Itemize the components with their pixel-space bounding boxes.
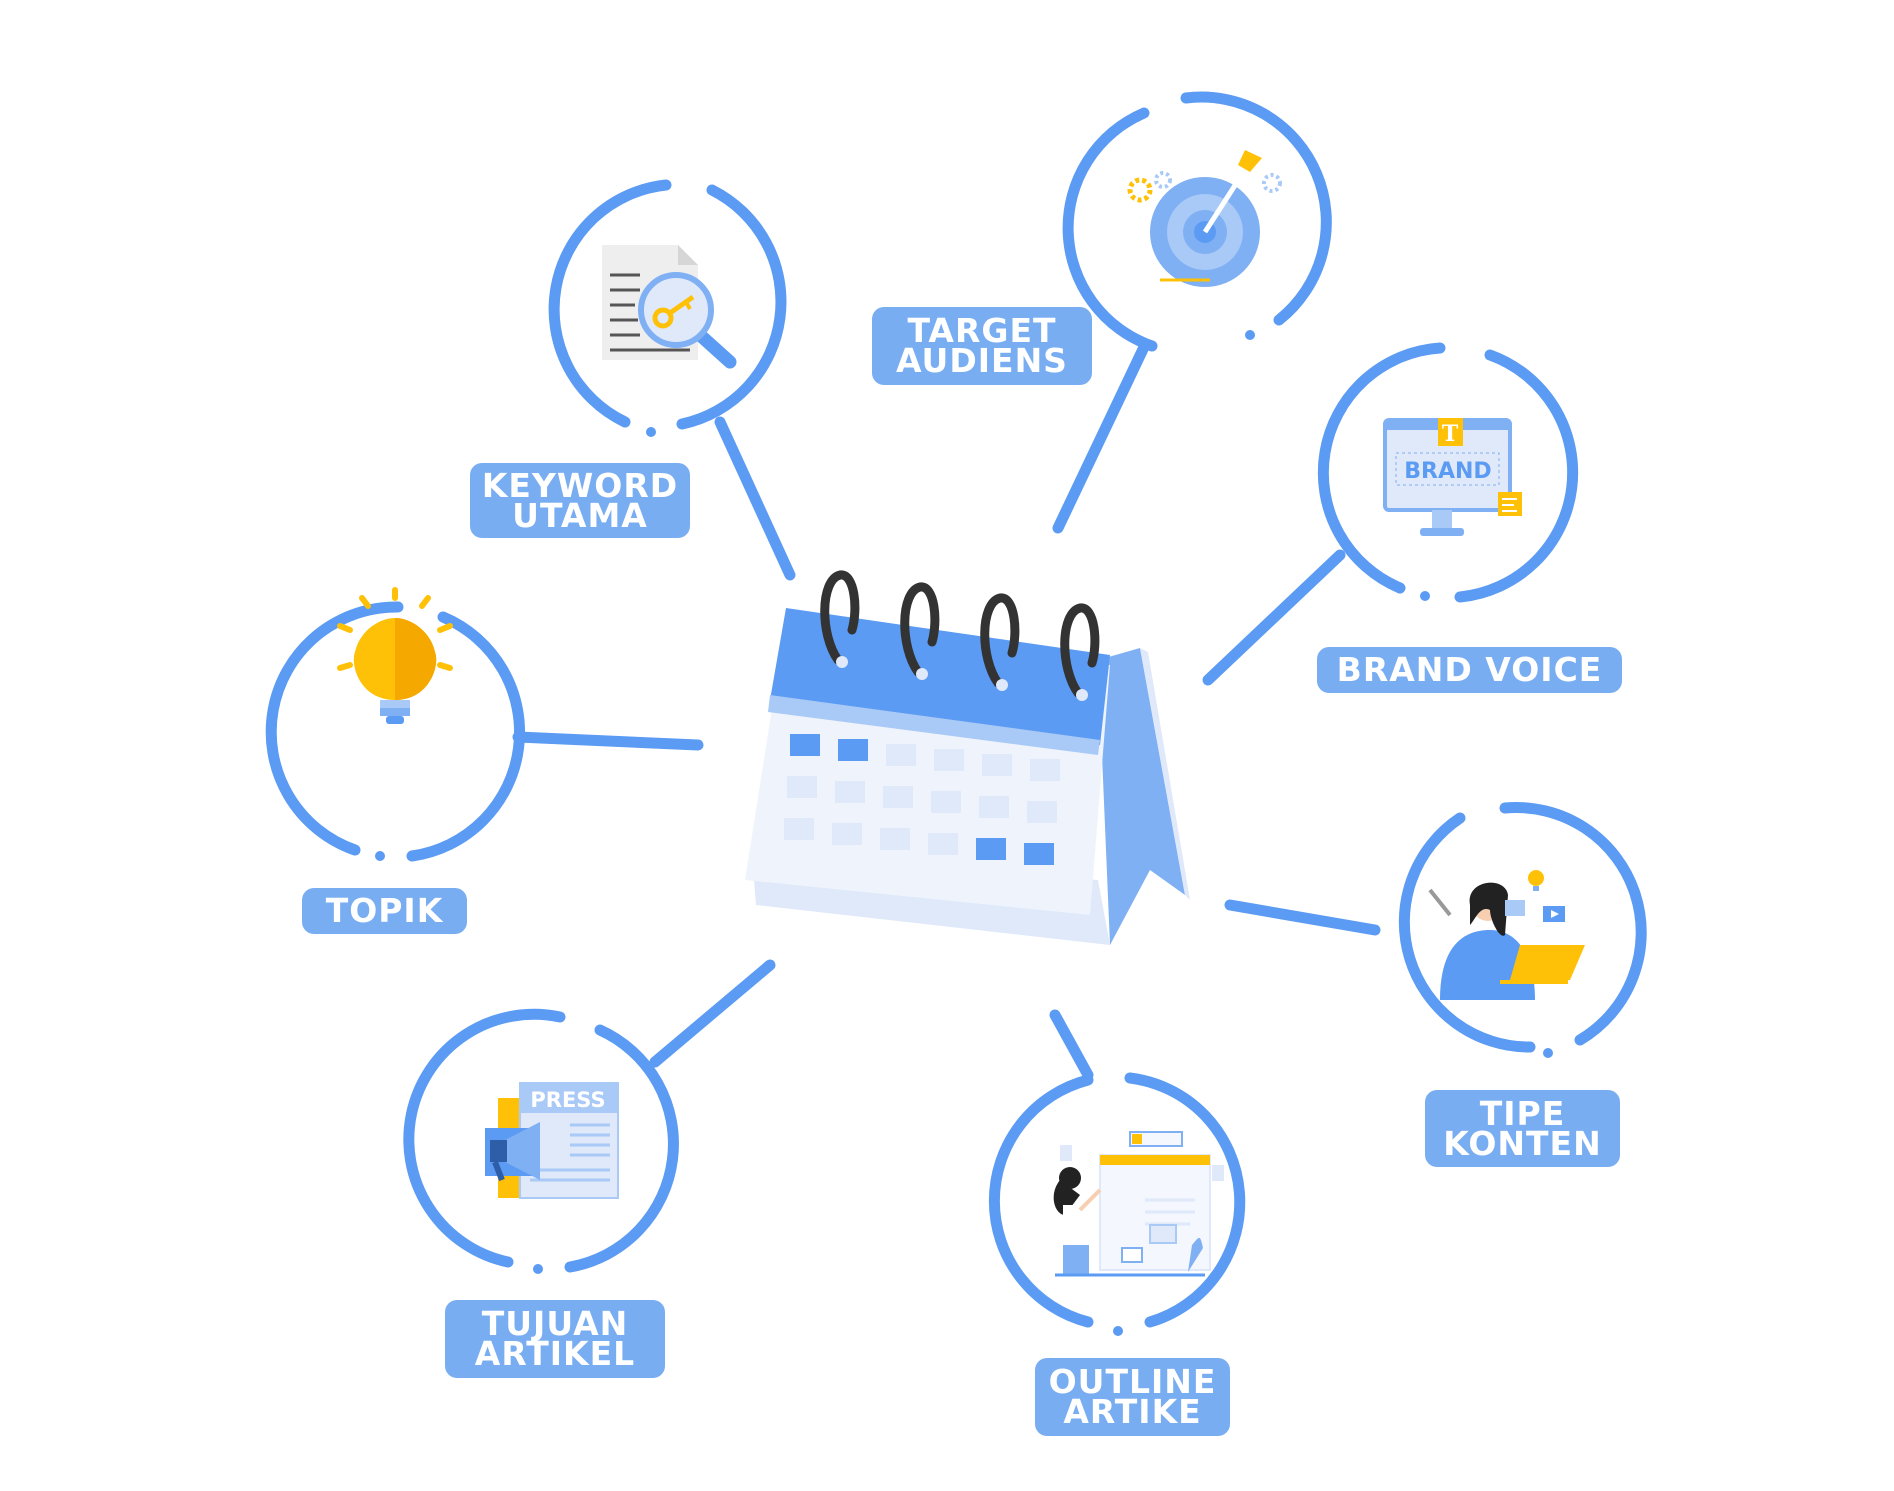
label-topik: TOPIK [302, 888, 467, 934]
calendar-cell [934, 749, 964, 771]
calendar-cell [979, 796, 1009, 818]
label-line: AUDIENS [896, 341, 1068, 380]
label-target-audiens: TARGET AUDIENS [872, 307, 1092, 385]
calendar-cell [880, 828, 910, 850]
node-rings [265, 91, 1647, 1336]
label-tipe-konten: TIPE KONTEN [1425, 1090, 1620, 1167]
connector-outline [1049, 1009, 1094, 1081]
calendar-cell [790, 734, 820, 756]
ring-tujuan [403, 1008, 679, 1274]
label-line: TIPE [1479, 1093, 1566, 1133]
label-outline-artike: OUTLINE ARTIKE [1035, 1358, 1230, 1436]
ring-target [1062, 91, 1332, 352]
connectors [512, 339, 1381, 1081]
label-line: TOPIK [325, 891, 444, 930]
calendar-cell [835, 781, 865, 803]
press-newspaper-megaphone-icon: PRESS [485, 1082, 619, 1199]
connector-tujuan [649, 959, 776, 1068]
connector-keyword [714, 416, 796, 581]
brand-icon-letter: T [1442, 421, 1459, 447]
brand-monitor-icon: T BRAND [1383, 418, 1522, 536]
ring-outline [988, 1072, 1246, 1336]
label-brand-voice: BRAND VOICE [1317, 647, 1622, 693]
calendar-cell [886, 744, 916, 766]
brand-icon-text: BRAND [1404, 459, 1491, 484]
woman-laptop-icon [1428, 870, 1585, 1000]
calendar-cell [784, 818, 814, 840]
calendar-cell [883, 786, 913, 808]
label-line: UTAMA [512, 495, 648, 535]
calendar-cell [1027, 801, 1057, 823]
calendar-cell [928, 833, 958, 855]
ring-keyword [548, 179, 787, 437]
label-line: TARGET [907, 311, 1057, 350]
lightbulb-icon [337, 587, 453, 724]
label-line: KONTEN [1443, 1123, 1602, 1163]
calendar-cell [1024, 843, 1054, 865]
label-line: OUTLINE [1048, 1362, 1217, 1401]
label-line: KEYWORD [481, 465, 679, 505]
label-line: ARTIKEL [474, 1334, 636, 1373]
calendar-cell [976, 838, 1006, 860]
calendar-cell [982, 754, 1012, 776]
label-keyword-utama: KEYWORD UTAMA [470, 463, 690, 538]
connector-topik [512, 731, 704, 751]
magnifier-key-document-icon [602, 245, 737, 369]
ring-brand [1317, 342, 1579, 603]
press-icon-text: PRESS [530, 1088, 605, 1112]
connector-target [1052, 339, 1151, 534]
target-dart-icon [1127, 150, 1282, 287]
connector-brand [1202, 549, 1346, 686]
woman-writing-board-icon [1053, 1131, 1224, 1277]
calendar-cell [832, 823, 862, 845]
ring-tipe [1398, 802, 1647, 1058]
ring-topik [265, 601, 526, 862]
label-line: TUJUAN [481, 1304, 629, 1343]
label-line: ARTIKE [1063, 1392, 1202, 1431]
calendar-cell [931, 791, 961, 813]
calendar-cell [1030, 759, 1060, 781]
calendar-binder-rings [820, 570, 1100, 698]
label-line: BRAND VOICE [1336, 650, 1603, 689]
calendar-cell [838, 739, 868, 761]
calendar-cell [787, 776, 817, 798]
calendar-icon [745, 570, 1190, 945]
calendar-grid [784, 734, 1060, 865]
label-tujuan-artikel: TUJUAN ARTIKEL [445, 1300, 665, 1378]
connector-tipe [1224, 899, 1381, 936]
